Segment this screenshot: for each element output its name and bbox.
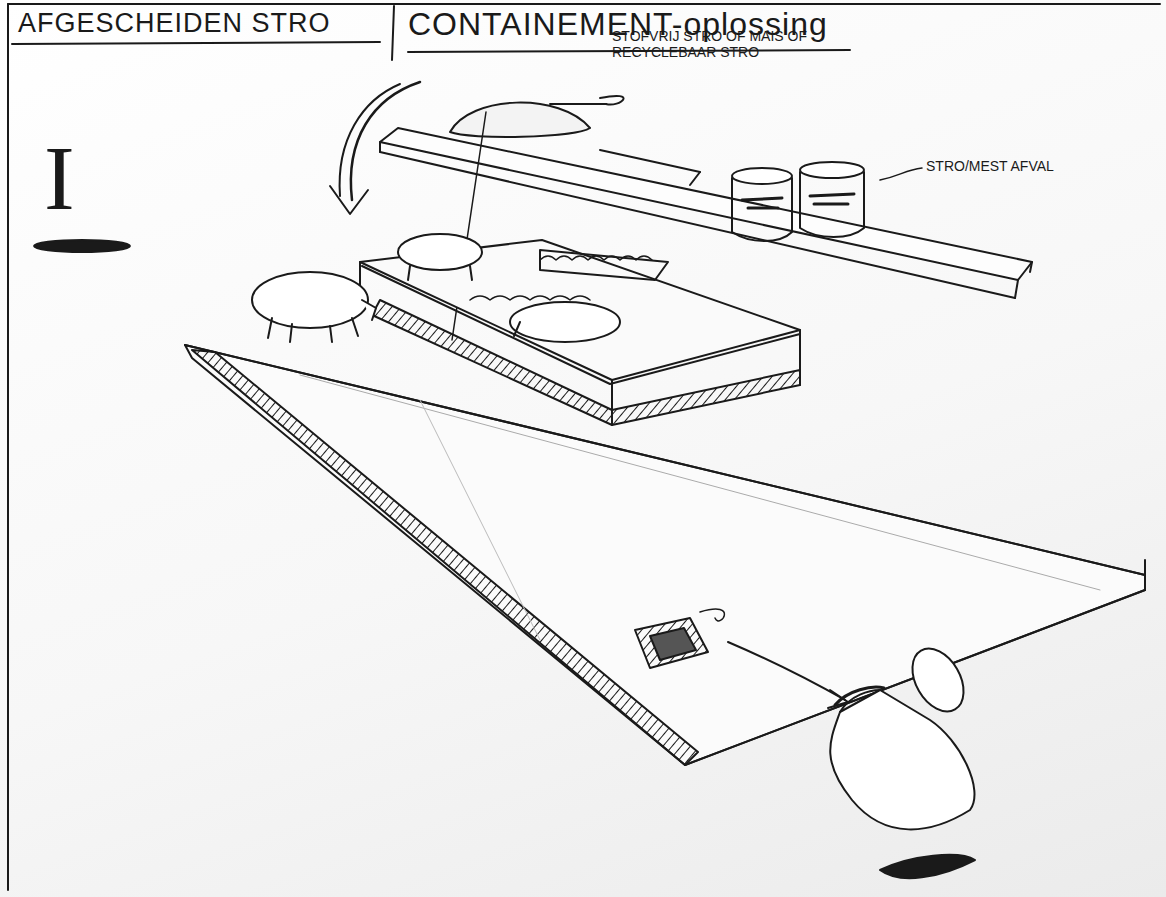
title-frame <box>8 4 1160 890</box>
tipped-jar <box>830 640 975 879</box>
waste-jars <box>732 162 922 241</box>
numeral-mark: I <box>44 126 75 232</box>
floor-slab <box>185 345 1145 765</box>
straw-mound <box>450 103 590 137</box>
pig-sketch <box>252 234 620 342</box>
title-text: AFGESCHEIDEN STRO <box>18 8 331 39</box>
note-text: STRO/MEST AFVAL <box>926 158 1126 174</box>
shadow-mark <box>34 240 130 252</box>
drain-grate <box>635 609 848 708</box>
leader-line <box>550 103 606 105</box>
note-text: STOFVRIJ STRO OF MAIS OF RECYCLEBAAR STR… <box>612 28 812 60</box>
